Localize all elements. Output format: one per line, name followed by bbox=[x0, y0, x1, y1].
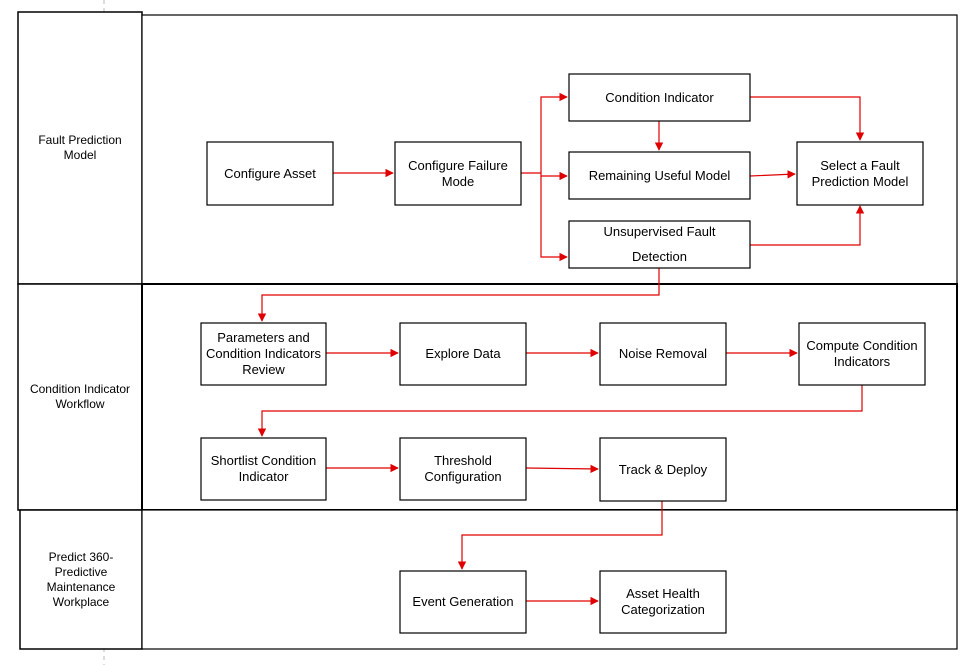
box-remaining-useful-model bbox=[568, 151, 751, 200]
node-select-fault-prediction-model: Select a Fault Prediction Model bbox=[811, 157, 909, 189]
edge-compute-to-shortlist bbox=[257, 385, 863, 437]
lane-label-condition-indicator: Condition Indicator Workflow bbox=[29, 382, 131, 411]
lane-predict360-body bbox=[141, 509, 958, 650]
edge-ufd-to-params bbox=[257, 268, 660, 322]
edge-rum-to-select bbox=[749, 170, 796, 179]
box-asset-health-categorization bbox=[599, 570, 727, 634]
node-configure-asset: Configure Asset bbox=[224, 165, 316, 181]
process-boxes bbox=[200, 73, 926, 634]
box-shortlist-condition-indicator bbox=[200, 437, 327, 501]
edge-failure-mode-to-ci bbox=[540, 92, 568, 173]
box-explore-data bbox=[399, 322, 527, 386]
box-compute-condition-indicators bbox=[798, 322, 926, 386]
node-track-deploy: Track & Deploy bbox=[618, 461, 708, 477]
edge-track-to-event bbox=[457, 501, 663, 570]
node-condition-indicator: Condition Indicator bbox=[605, 89, 714, 105]
lane-label-predict360: Predict 360- Predictive Maintenance Work… bbox=[46, 549, 116, 609]
edge-ci-to-select bbox=[750, 96, 865, 141]
node-configure-failure-mode: Configure Failure Mode bbox=[408, 157, 508, 189]
edge-threshold-to-track bbox=[525, 464, 599, 474]
edge-ufd-to-select bbox=[750, 205, 865, 246]
node-threshold-configuration: Threshold Configuration bbox=[424, 453, 502, 484]
node-explore-data: Explore Data bbox=[425, 346, 501, 361]
box-configure-failure-mode bbox=[394, 141, 522, 206]
edge-failure-mode-to-ufd bbox=[540, 176, 568, 262]
node-shortlist-condition-indicator: Shortlist Condition Indicator bbox=[210, 453, 317, 484]
node-event-generation: Event Generation bbox=[412, 594, 514, 609]
lane-label-fault-prediction: Fault Prediction Model bbox=[38, 133, 122, 162]
edge-failure-mode-to-rum bbox=[521, 171, 568, 181]
connectors bbox=[257, 92, 865, 606]
box-event-generation bbox=[399, 570, 527, 634]
box-parameters-ci-review bbox=[200, 322, 327, 386]
box-unsupervised-fault-detection bbox=[568, 220, 751, 269]
box-noise-removal bbox=[599, 322, 727, 386]
node-remaining-useful-model: Remaining Useful Model bbox=[588, 167, 731, 183]
lane-fault-prediction-header bbox=[17, 11, 143, 285]
box-threshold-configuration bbox=[399, 437, 527, 501]
lane-predict360-header bbox=[19, 509, 143, 650]
node-parameters-ci-review: Parameters and Condition Indicators Revi… bbox=[206, 330, 321, 377]
node-asset-health-categorization: Asset Health Categorization bbox=[621, 586, 705, 617]
box-track-deploy bbox=[599, 437, 727, 502]
node-unsupervised-fault-detection: Unsupervised Fault Detection bbox=[603, 223, 716, 264]
node-compute-condition-indicators: Compute Condition Indicators bbox=[806, 338, 918, 369]
box-condition-indicator bbox=[568, 73, 751, 122]
box-configure-asset bbox=[206, 141, 334, 206]
node-noise-removal: Noise Removal bbox=[618, 346, 708, 361]
box-select-fault-prediction-model bbox=[796, 141, 924, 206]
